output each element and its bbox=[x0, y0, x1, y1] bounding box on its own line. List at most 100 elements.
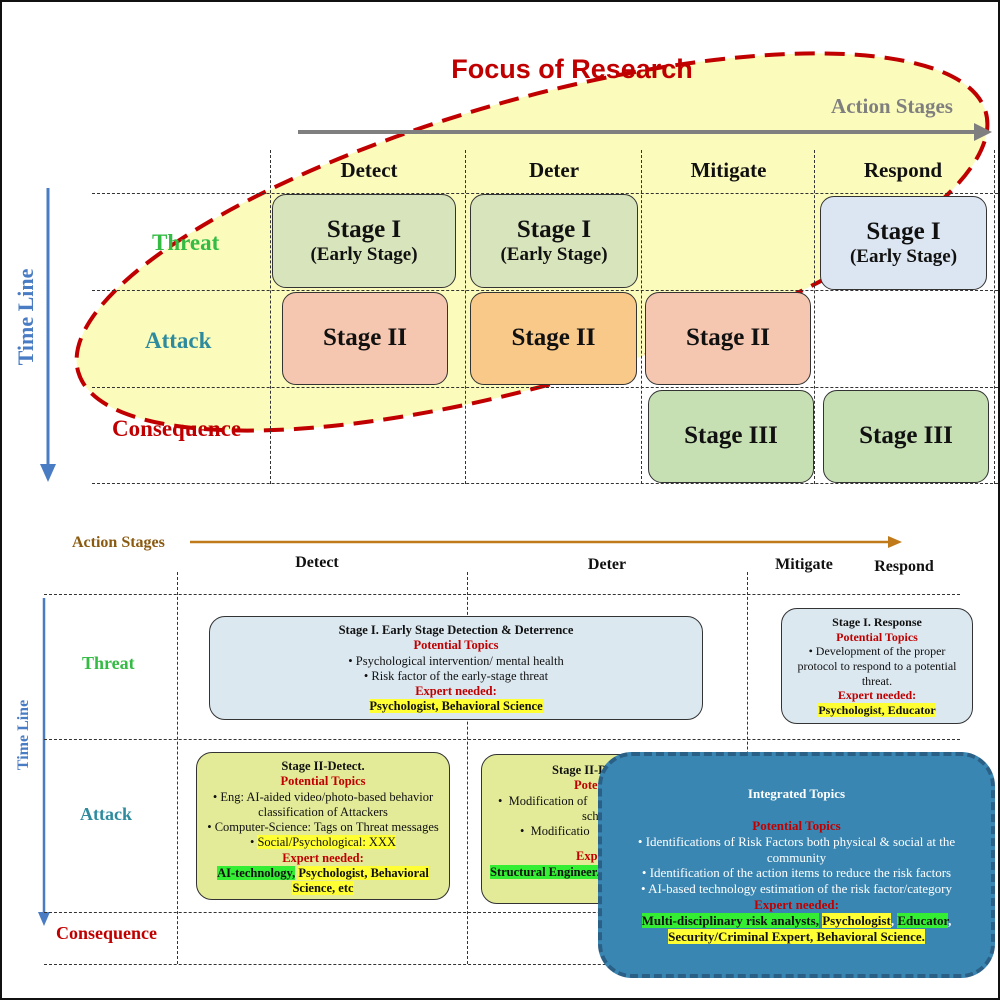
list-item: Identification of the action items to re… bbox=[616, 865, 977, 881]
bottom-timeline-arrowhead bbox=[38, 912, 50, 926]
stage-i-subtitle: (Early Stage) bbox=[310, 244, 418, 266]
list-item: Identifications of Risk Factors both phy… bbox=[616, 834, 977, 866]
grid-line bbox=[44, 964, 960, 965]
bottom-action-stages-label: Action Stages bbox=[72, 534, 165, 551]
list-item: • Modificatio bbox=[520, 824, 590, 838]
card-expert-label: Expert needed: bbox=[282, 850, 364, 865]
top-col-deter: Deter bbox=[528, 158, 580, 182]
bottom-col-detect: Detect bbox=[295, 554, 339, 571]
response-card: Stage I. Response Potential Topics Devel… bbox=[781, 608, 973, 724]
focus-of-research-title: Focus of Research bbox=[451, 54, 693, 84]
expert-risk-analysts: Multi-disciplinary risk analysts, bbox=[641, 913, 819, 929]
card-title: Stage II-Detect. bbox=[281, 759, 365, 773]
stage-ii-mitigate-box: Stage II bbox=[645, 292, 811, 385]
grid-line bbox=[467, 572, 468, 964]
stage-i-respond-box: Stage I (Early Stage) bbox=[820, 196, 987, 290]
stage-ii-title: Stage II bbox=[322, 324, 408, 352]
card-title: Stage II-D bbox=[552, 763, 608, 777]
card-topics-label: Potential Topics bbox=[413, 638, 499, 653]
top-row-consequence: Consequence bbox=[112, 416, 242, 441]
list-item: Psychological intervention/ mental healt… bbox=[218, 654, 694, 669]
card-topics-label: Potential Topics bbox=[836, 629, 918, 644]
stage-iii-respond-box: Stage III bbox=[823, 390, 989, 483]
expert-educator: Educator bbox=[897, 913, 949, 929]
list-item: • Modification of bbox=[498, 793, 588, 808]
grid-line bbox=[92, 483, 998, 484]
top-row-threat: Threat bbox=[152, 230, 220, 255]
card-experts: Multi-disciplinary risk analysts, Psycho… bbox=[641, 913, 952, 944]
stage-ii-detect-card: Stage II-Detect. Potential Topics Eng: A… bbox=[196, 752, 450, 900]
bottom-action-stages-arrowhead bbox=[888, 536, 902, 548]
stage-ii-deter-box: Stage II bbox=[470, 292, 637, 385]
grid-line bbox=[177, 572, 178, 964]
card-expert-label: Expert needed: bbox=[415, 684, 497, 698]
bottom-row-attack: Attack bbox=[80, 804, 132, 824]
list-item: Development of the proper protocol to re… bbox=[790, 644, 964, 688]
card-topics-list: Eng: AI-aided video/photo-based behavior… bbox=[207, 790, 439, 851]
stage-i-detect-box: Stage I (Early Stage) bbox=[272, 194, 456, 288]
list-item: Risk factor of the early-stage threat bbox=[218, 669, 694, 684]
card-expert-label: Expert needed: bbox=[837, 688, 917, 703]
expert-security: Security/Criminal Expert, Behavioral Sci… bbox=[668, 928, 925, 944]
timeline-arrowhead bbox=[40, 464, 56, 482]
bottom-col-deter: Deter bbox=[587, 556, 627, 573]
top-action-stages-label: Action Stages bbox=[831, 94, 953, 118]
stage-i-title: Stage I bbox=[326, 215, 402, 243]
card-topics-list: Identifications of Risk Factors both phy… bbox=[616, 834, 977, 897]
top-timeline-label: Time Line bbox=[13, 268, 38, 366]
stage-i-subtitle: (Early Stage) bbox=[500, 244, 608, 266]
stage-i-deter-box: Stage I (Early Stage) bbox=[470, 194, 638, 288]
stage-i-subtitle: (Early Stage) bbox=[849, 246, 958, 268]
bottom-row-consequence: Consequence bbox=[56, 923, 158, 943]
stage-ii-title: Stage II bbox=[511, 324, 596, 352]
grid-line bbox=[270, 150, 271, 484]
early-stage-card: Stage I. Early Stage Detection & Deterre… bbox=[209, 616, 703, 720]
action-stages-arrowhead bbox=[974, 123, 992, 141]
card-experts: Structural Engineer/ bbox=[490, 864, 601, 879]
top-col-mitigate: Mitigate bbox=[690, 158, 767, 182]
top-col-respond: Respond bbox=[863, 158, 943, 182]
stage-iii-title: Stage III bbox=[859, 422, 953, 450]
grid-line bbox=[44, 594, 960, 595]
bottom-col-respond: Respond bbox=[874, 558, 934, 575]
bottom-timeline-label: Time Line bbox=[15, 699, 32, 771]
card-expert-ai: AI-technology, bbox=[217, 865, 296, 880]
list-item: Eng: AI-aided video/photo-based behavior… bbox=[207, 790, 439, 821]
bottom-row-threat: Threat bbox=[82, 653, 135, 673]
bottom-diagram-svg bbox=[38, 536, 902, 926]
card-topics-label: Poten bbox=[574, 778, 605, 793]
grid-line bbox=[994, 150, 995, 484]
top-row-attack: Attack bbox=[145, 328, 212, 353]
grid-line bbox=[465, 150, 466, 484]
stage-ii-title: Stage II bbox=[685, 324, 771, 352]
card-experts: Psychologist, Behavioral Science bbox=[369, 699, 543, 714]
stage-i-title: Stage I bbox=[516, 215, 592, 243]
card-experts: Psychologist, Educator bbox=[818, 702, 936, 717]
stage-iii-mitigate-box: Stage III bbox=[648, 390, 814, 483]
integrated-topics-card: Integrated Topics Potential Topics Ident… bbox=[598, 752, 995, 978]
card-expert-psych: Psychologist, Behavioral Science, etc bbox=[292, 865, 429, 895]
stage-iii-title: Stage III bbox=[684, 422, 778, 450]
card-topics-list: Psychological intervention/ mental healt… bbox=[218, 654, 694, 685]
card-title: Stage I. Response bbox=[832, 615, 922, 629]
grid-line bbox=[92, 387, 998, 388]
list-item: Social/Psychological: XXX bbox=[207, 835, 439, 850]
card-expert-label: Expert needed: bbox=[754, 897, 839, 913]
list-item: Computer-Science: Tags on Threat message… bbox=[207, 820, 439, 835]
grid-line bbox=[44, 912, 960, 913]
expert-psychologist: Psychologist bbox=[822, 913, 891, 929]
top-col-detect: Detect bbox=[340, 158, 398, 182]
highlighted-topic: Social/Psychological: XXX bbox=[257, 835, 397, 850]
list-item: AI-based technology estimation of the ri… bbox=[616, 881, 977, 897]
grid-line bbox=[92, 193, 998, 194]
card-topics-list: Development of the proper protocol to re… bbox=[790, 644, 964, 688]
grid-line bbox=[814, 150, 815, 484]
grid-line bbox=[44, 739, 960, 740]
list-item-text: Modificatio bbox=[530, 824, 590, 838]
grid-line bbox=[92, 290, 998, 291]
card-expert-label: Expe bbox=[576, 849, 604, 864]
card-topics-label: Potential Topics bbox=[280, 774, 366, 789]
stage-i-title: Stage I bbox=[866, 217, 941, 245]
card-title: Integrated Topics bbox=[747, 786, 846, 801]
